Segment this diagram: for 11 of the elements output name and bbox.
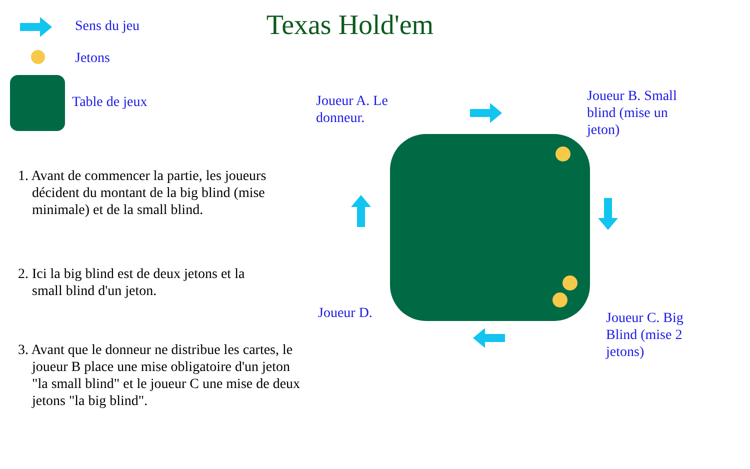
legend-label: Table de jeux	[72, 94, 148, 111]
player-label: Joueur D.	[318, 305, 374, 322]
player-label: Joueur C. Big Blind (mise 2 jetons)	[606, 310, 684, 361]
legend-label: Jetons	[75, 50, 110, 67]
player-label: Joueur A. Le donneur.	[316, 93, 389, 127]
legend-label: Sens du jeu	[75, 18, 140, 35]
note-text: 3. Avant que le donneur ne distribue les cartes, le joueur B place une mise obligatoire d'un jeton "la small blind" et le joueur C une mise de deux jetons "la big blind".	[18, 342, 302, 410]
note-text: 2. Ici la big blind est de deux jetons et la small blind d'un jeton.	[18, 266, 246, 300]
title: Texas Hold'em	[265, 10, 435, 42]
note-text: 1. Avant de commencer la partie, les joueurs décident du montant de la big blind (mise minimale) et de la small blind.	[18, 168, 268, 219]
player-label: Joueur B. Small blind (mise un jeton)	[587, 88, 678, 139]
